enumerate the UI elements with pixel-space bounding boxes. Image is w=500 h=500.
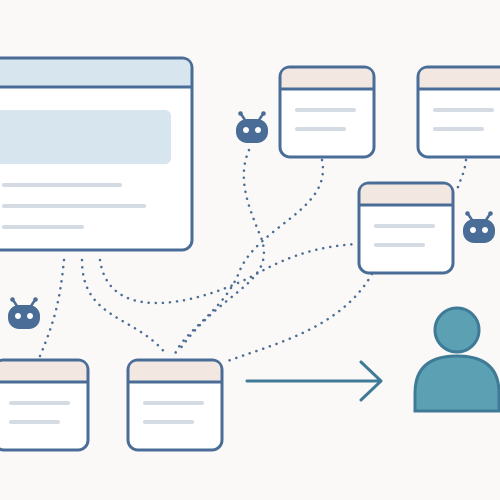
card-middle-right <box>357 181 455 275</box>
connector-main-to-bottom-center <box>80 258 168 356</box>
robot-icon <box>461 209 497 245</box>
person-icon <box>413 306 500 413</box>
main-window <box>0 56 194 252</box>
connector-top-right-to-middle-right <box>455 158 468 192</box>
card-bottom-left <box>0 358 90 452</box>
connector-middle-right-to-bottom <box>223 272 374 364</box>
card-top-right <box>416 65 500 159</box>
dotted-connectors <box>38 148 468 364</box>
right-arrow-icon <box>245 360 383 402</box>
robot-icon <box>6 295 42 331</box>
robot-icon <box>234 109 270 145</box>
connector-main-to-bottom-left <box>38 258 66 358</box>
connector-main-to-middle-right <box>98 242 358 305</box>
card-bottom-center <box>126 358 224 452</box>
main-window-header <box>0 59 191 87</box>
main-window-highlight-block <box>0 110 171 164</box>
card-top-middle <box>278 65 376 159</box>
connector-top-middle-to-bottom-center <box>173 158 325 356</box>
